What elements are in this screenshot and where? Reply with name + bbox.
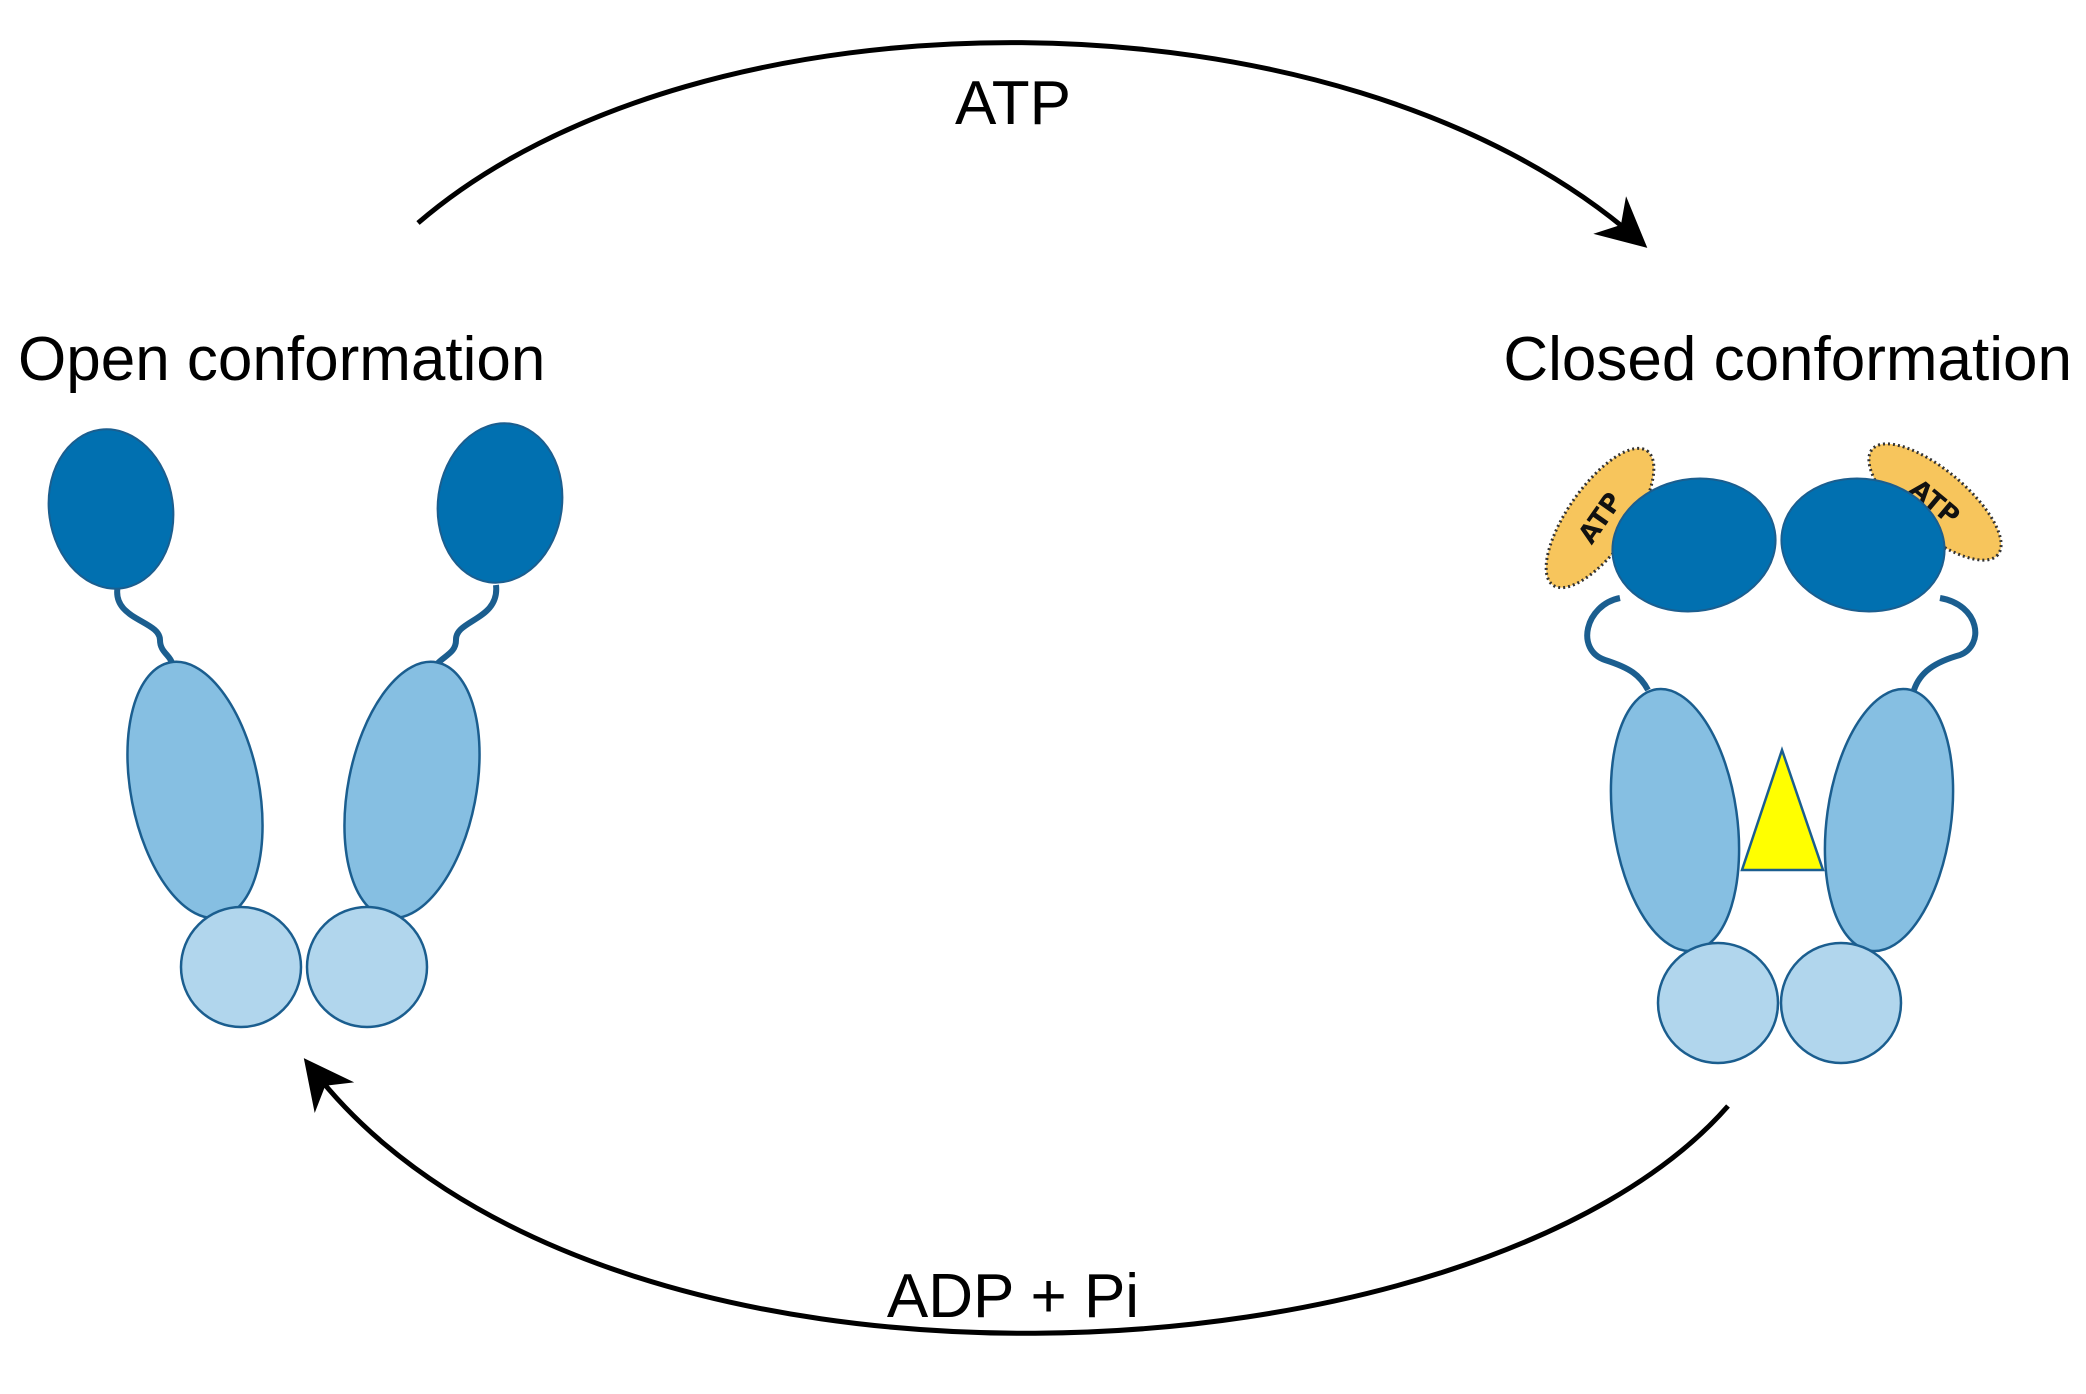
n-domain-left-a bbox=[47, 428, 175, 590]
m-domain-left-b bbox=[343, 660, 481, 920]
linker-right-b bbox=[1911, 595, 1979, 692]
hydrolysis-arrow bbox=[303, 1058, 1730, 1336]
atp-binding-arrow bbox=[416, 40, 1648, 248]
c-domain-right-b bbox=[1779, 941, 1903, 1065]
adp-pi-arrow-label: ADP + Pi bbox=[887, 1262, 1139, 1331]
linker-left-a bbox=[114, 584, 175, 665]
n-domain-right-a bbox=[1611, 477, 1777, 613]
n-domain-left-b bbox=[436, 422, 564, 584]
m-domain-right-b bbox=[1823, 687, 1955, 953]
linker-left-b bbox=[435, 584, 500, 666]
open-conformation-dimer bbox=[47, 422, 564, 1029]
c-domain-left-a bbox=[179, 905, 303, 1029]
m-domain-left-a bbox=[126, 660, 264, 920]
client-triangle bbox=[1740, 746, 1825, 872]
m-domain-right-a bbox=[1609, 687, 1741, 953]
n-domain-right-b bbox=[1780, 477, 1946, 613]
closed-conformation-label: Closed conformation bbox=[1503, 325, 2072, 394]
atp-arrow-label: ATP bbox=[955, 69, 1071, 138]
c-domain-right-a bbox=[1656, 941, 1780, 1065]
c-domain-left-b bbox=[305, 905, 429, 1029]
atp-burst-left: ATP bbox=[1544, 446, 1656, 590]
closed-conformation-dimer: ATP ATP bbox=[1544, 442, 2003, 1065]
linker-right-a bbox=[1584, 595, 1651, 692]
open-conformation-label: Open conformation bbox=[18, 325, 545, 394]
